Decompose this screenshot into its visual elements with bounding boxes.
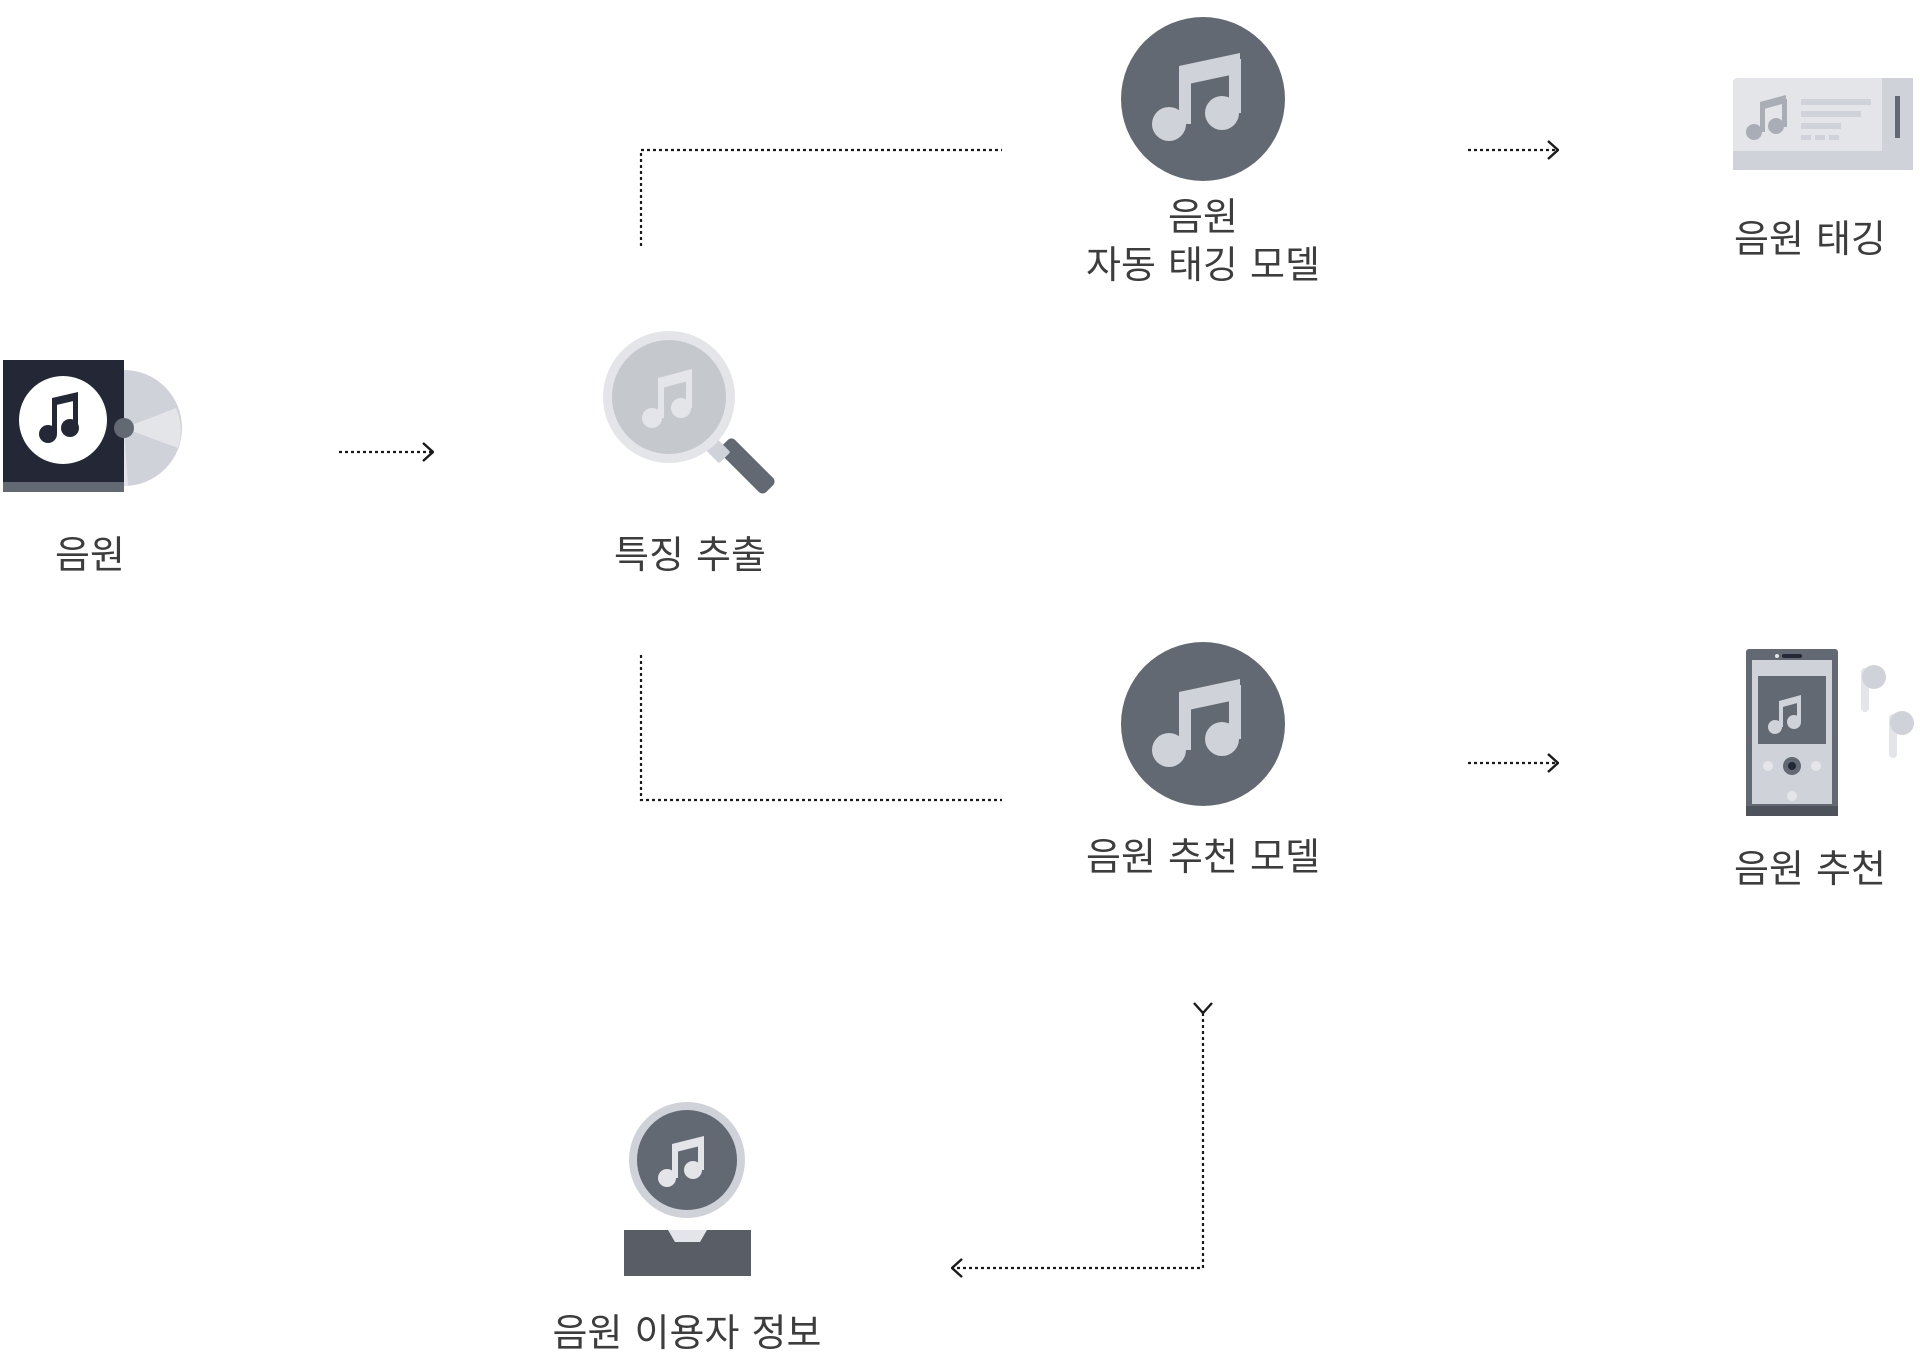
label-recommendation-output: 음원 추천: [1734, 847, 1886, 891]
music-user-profile-icon: [624, 1102, 751, 1276]
music-album-cd-icon: [3, 360, 182, 492]
label-recommendation-model: 음원 추천 모델: [1086, 835, 1320, 879]
label-feature-extraction: 특징 추출: [614, 533, 766, 577]
music-note-circle-icon: [1121, 642, 1285, 806]
connector-extract-to-tag-model: [639, 148, 1002, 246]
connector-extract-to-rec-model: [639, 655, 1002, 802]
music-note-circle-icon: [1121, 17, 1285, 181]
label-tagging-model: 음원 자동 태깅 모델: [1086, 195, 1320, 287]
label-user-info: 음원 이용자 정보: [552, 1311, 822, 1355]
magnifier-music-icon: [603, 331, 775, 494]
music-tag-card-icon: [1733, 78, 1913, 170]
music-player-earbuds-icon: [1746, 649, 1914, 816]
arrow-rec-model-to-user-info: [952, 1013, 1203, 1268]
label-source: 음원: [55, 533, 125, 577]
label-tagging-output: 음원 태깅: [1734, 217, 1886, 261]
